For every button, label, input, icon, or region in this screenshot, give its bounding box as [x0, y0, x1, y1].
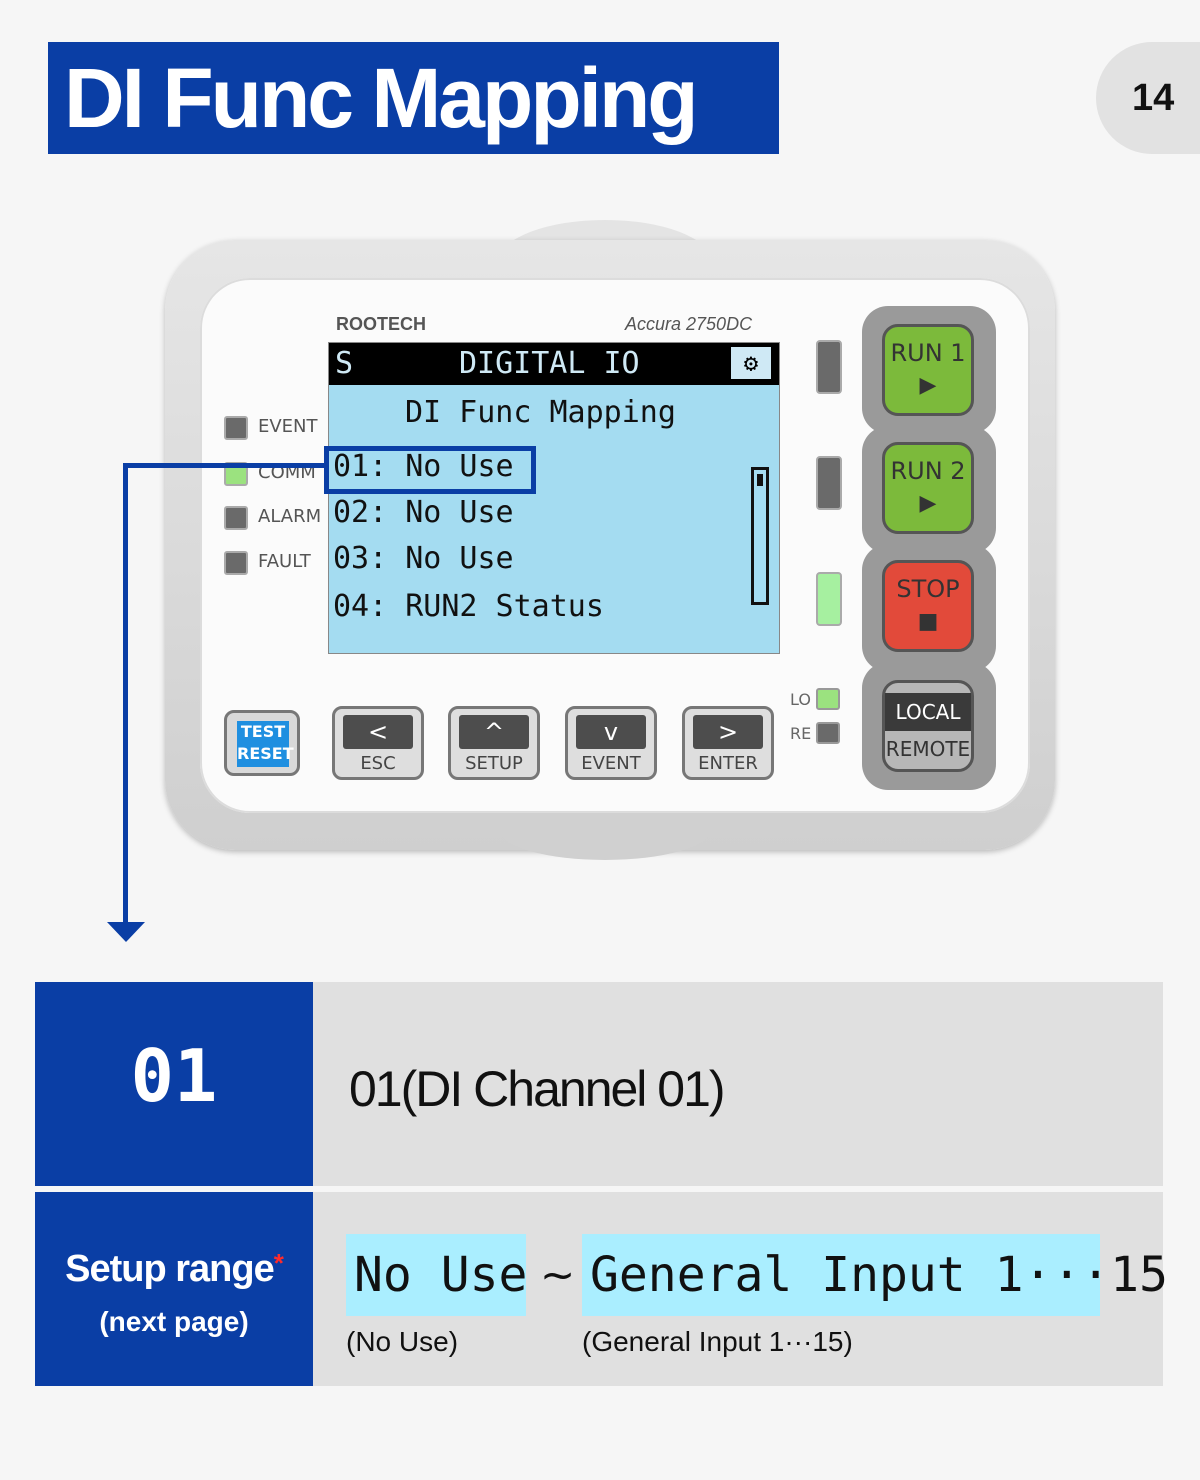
- lcd-line-2: 02: No Use: [333, 495, 514, 530]
- range-from-caption: (No Use): [346, 1326, 459, 1357]
- event-label: EVENT: [581, 753, 641, 774]
- reset-label: RESET: [237, 744, 294, 763]
- play-icon: ▶: [919, 373, 937, 398]
- lcd-screen: S DIGITAL IO ⚙ DI Func Mapping 01: No Us…: [328, 342, 780, 654]
- setup-range-text: Setup range: [65, 1248, 275, 1290]
- esc-label: ESC: [360, 753, 396, 774]
- run1-indicator: [816, 340, 842, 394]
- description-cell: 01(DI Channel 01): [313, 982, 1163, 1186]
- lcd-subtitle: DI Func Mapping: [405, 395, 676, 430]
- event-button[interactable]: v EVENT: [565, 706, 657, 780]
- channel-description: 01(DI Channel 01): [349, 1061, 726, 1117]
- re-light: [816, 722, 840, 744]
- led-event-label: EVENT: [258, 416, 318, 437]
- local-remote-button[interactable]: LOCAL REMOTE: [882, 680, 974, 772]
- chevron-up-icon: ^: [459, 715, 529, 749]
- enter-button[interactable]: > ENTER: [682, 706, 774, 780]
- range-to-caption: (General Input 1···15): [582, 1326, 853, 1357]
- led-fault-label: FAULT: [258, 551, 311, 572]
- channel-code: 01: [130, 1034, 218, 1118]
- remote-label: REMOTE: [885, 737, 971, 761]
- test-reset-face: TEST RESET: [237, 721, 294, 767]
- setup-label: SETUP: [465, 753, 523, 774]
- stop-icon: ■: [917, 609, 939, 634]
- lcd-line-3: 03: No Use: [333, 541, 514, 576]
- lo-label: LO: [790, 690, 811, 709]
- stop-label: STOP: [896, 575, 960, 603]
- lcd-mode: S: [335, 346, 354, 381]
- lcd-scroll-thumb: [757, 474, 763, 486]
- local-label: LOCAL: [885, 693, 971, 731]
- enter-label: ENTER: [698, 753, 758, 774]
- run2-button[interactable]: RUN 2 ▶: [882, 442, 974, 534]
- re-label: RE: [790, 724, 812, 743]
- esc-button[interactable]: < ESC: [332, 706, 424, 780]
- chevron-right-icon: >: [693, 715, 763, 749]
- run2-indicator: [816, 456, 842, 510]
- lcd-line-4: 04: RUN2 Status: [333, 589, 604, 624]
- run1-button[interactable]: RUN 1 ▶: [882, 324, 974, 416]
- settings-icon: ⚙: [731, 347, 771, 379]
- lo-light: [816, 688, 840, 710]
- range-from-chip: No Use: [346, 1234, 527, 1316]
- lo-indicator: LO: [790, 688, 840, 710]
- led-fault-light: [224, 551, 248, 575]
- lcd-scrollbar: [751, 467, 769, 605]
- code-cell: 01: [35, 982, 313, 1186]
- connector-line-vertical: [123, 463, 128, 927]
- range-separator: ~: [540, 1250, 576, 1299]
- setup-range-sublabel: (next page): [99, 1306, 249, 1337]
- page-title: DI Func Mapping: [48, 42, 779, 154]
- re-indicator: RE: [790, 722, 840, 744]
- range-to-chip: General Input 1···15: [582, 1234, 1168, 1316]
- asterisk-mark: *: [273, 1248, 284, 1278]
- lcd-header: S DIGITAL IO ⚙: [329, 343, 779, 385]
- setup-range-cell: Setup range* (next page): [35, 1192, 313, 1386]
- stop-indicator: [816, 572, 842, 626]
- stop-button[interactable]: STOP ■: [882, 560, 974, 652]
- setup-range-label: Setup range*: [35, 1248, 313, 1291]
- setup-button[interactable]: ^ SETUP: [448, 706, 540, 780]
- page-number: 14: [1096, 42, 1200, 154]
- connector-line: [123, 463, 327, 468]
- run1-label: RUN 1: [890, 339, 966, 367]
- test-reset-button[interactable]: TEST RESET: [224, 710, 300, 776]
- chevron-down-icon: v: [576, 715, 646, 749]
- model-name: Accura 2750DC: [625, 314, 753, 334]
- device-bottom-tab: [500, 830, 710, 860]
- led-alarm-label: ALARM: [258, 506, 322, 527]
- led-alarm-light: [224, 506, 248, 530]
- lcd-title: DIGITAL IO: [459, 346, 640, 381]
- lcd-line-1: 01: No Use: [333, 449, 514, 484]
- chevron-left-icon: <: [343, 715, 413, 749]
- play-icon: ▶: [919, 491, 937, 516]
- brand-logo: ROOTECH: [336, 314, 426, 334]
- test-label: TEST: [240, 722, 286, 741]
- run2-label: RUN 2: [890, 457, 966, 485]
- selected-line-highlight: [324, 446, 536, 494]
- led-event-light: [224, 416, 248, 440]
- arrow-down-icon: [107, 922, 145, 942]
